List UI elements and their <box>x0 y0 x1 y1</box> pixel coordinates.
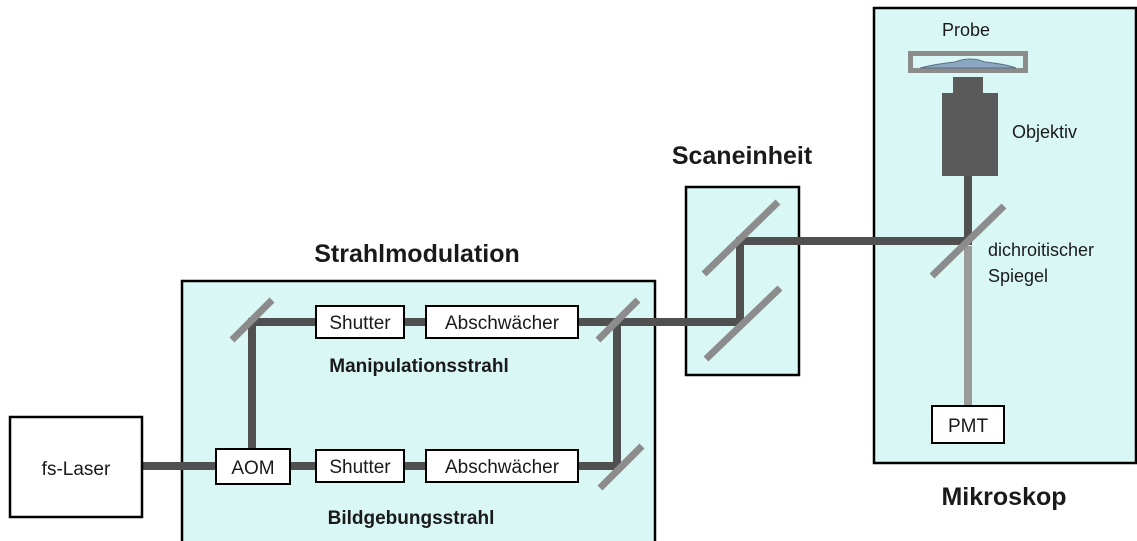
mikroskop-panel <box>872 6 1137 465</box>
sample-drop <box>919 58 1017 69</box>
shutter-bottom-label: Shutter <box>329 457 391 478</box>
attenuator-top-label: Abschwächer <box>445 313 560 334</box>
objective-lens <box>942 77 998 176</box>
pmt-label: PMT <box>948 416 989 437</box>
dichroic-mirror <box>929 203 1007 279</box>
aom-label: AOM <box>231 458 274 479</box>
mirror-bottom-right <box>597 443 645 491</box>
mirror-top-right <box>595 297 641 343</box>
sample-label: Probe <box>942 20 990 40</box>
mikroskop-title: Mikroskop <box>941 483 1066 511</box>
attenuator-bottom-box <box>425 449 579 483</box>
dichroic-label-line2: Spiegel <box>988 266 1048 286</box>
attenuator-bottom-label: Abschwächer <box>445 457 560 478</box>
manipulation-beam-label: Manipulationsstrahl <box>329 356 508 377</box>
scan-mirror-lower <box>703 285 783 362</box>
scaneinheit-title: Scaneinheit <box>672 142 813 170</box>
laser-box <box>8 415 144 519</box>
laser-label: fs-Laser <box>42 459 111 480</box>
attenuator-top-box <box>425 305 579 339</box>
shutter-top-label: Shutter <box>329 313 391 334</box>
objective-label: Objektiv <box>1012 122 1077 142</box>
bildgebung-beam-label: Bildgebungsstrahl <box>328 508 495 529</box>
shutter-bottom-box <box>315 449 405 483</box>
scan-mirror-upper <box>701 199 781 277</box>
pmt-box <box>931 405 1005 444</box>
mirrors <box>229 199 1007 491</box>
mirror-top-left <box>229 297 275 343</box>
beam-paths <box>138 172 972 470</box>
aom-box <box>215 448 291 485</box>
sample-dish <box>908 51 1028 73</box>
strahlmodulation-title: Strahlmodulation <box>314 240 520 268</box>
dichroic-label-line1: dichroitischer <box>988 240 1094 260</box>
shutter-top-box <box>315 305 405 339</box>
